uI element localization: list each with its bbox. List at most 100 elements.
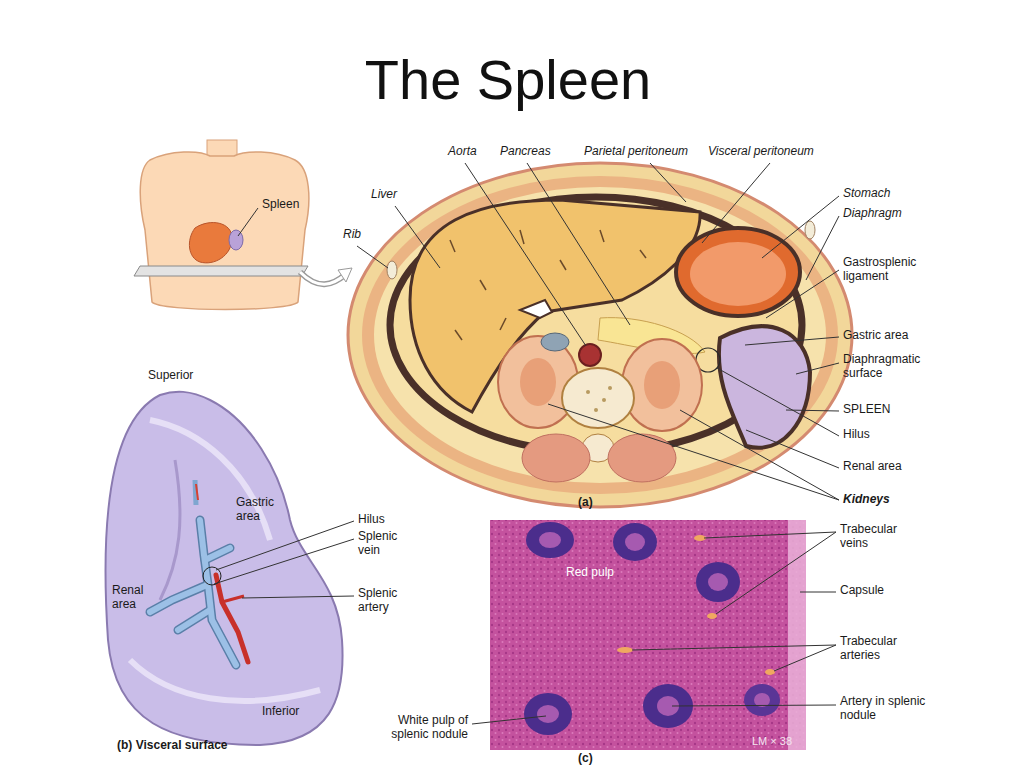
spleen-illustration — [106, 392, 343, 745]
callout-label: Rib — [343, 228, 361, 242]
leader-lines — [717, 368, 839, 436]
callout-label: Renal area — [843, 460, 902, 474]
cross-section — [520, 300, 552, 318]
callout-label: LM × 38 — [752, 735, 792, 748]
cross-section — [644, 361, 680, 409]
callout-label: Diaphragmatic surface — [843, 353, 943, 381]
callout-label: Renal area — [112, 584, 160, 612]
leader-lines — [680, 410, 839, 500]
cross-section — [480, 280, 486, 290]
leader-lines — [465, 163, 586, 346]
panel-caption: (a) — [578, 496, 593, 510]
leader-lines — [702, 163, 770, 243]
spleen-illustration — [205, 548, 230, 560]
cross-section — [594, 408, 598, 412]
torso-figure — [189, 223, 232, 263]
micrograph — [765, 669, 775, 675]
torso-figure — [238, 208, 258, 236]
spleen-illustration — [150, 585, 207, 612]
leader-lines — [632, 645, 836, 650]
leader-lines — [548, 404, 839, 500]
callout-label: Aorta — [448, 145, 477, 159]
spleen-illustration — [106, 392, 343, 745]
torso-figure — [300, 272, 346, 284]
callout-label: Capsule — [840, 584, 884, 598]
cross-section — [522, 434, 590, 482]
callout-label: Pancreas — [500, 145, 551, 159]
leader-lines — [762, 196, 839, 258]
cross-section — [455, 330, 462, 340]
micrograph — [707, 613, 717, 619]
cross-section — [690, 242, 786, 306]
cross-section — [362, 176, 838, 494]
spleen-illustration — [130, 660, 320, 701]
cross-section — [348, 163, 852, 507]
callout-label: Splenic vein — [358, 530, 420, 558]
callout-label: Red pulp — [566, 566, 614, 580]
micrograph — [625, 533, 645, 551]
micrograph — [537, 705, 559, 723]
cross-section — [498, 336, 578, 428]
spleen-illustration — [196, 484, 198, 500]
callout-label: Diaphragm — [843, 207, 902, 221]
callout-label: Gastrosplenic ligament — [843, 256, 943, 284]
cross-section — [600, 230, 604, 242]
micrograph — [696, 562, 740, 602]
callout-label: Hilus — [358, 513, 385, 527]
leader-lines — [704, 532, 836, 538]
callout-label: Liver — [371, 188, 397, 202]
leader-lines — [527, 163, 630, 325]
torso-figure — [300, 272, 346, 284]
leader-lines — [716, 532, 836, 614]
leader-lines — [357, 163, 839, 500]
leader-lines — [774, 645, 836, 671]
spleen-illustration — [195, 480, 196, 505]
leader-lines — [214, 539, 354, 584]
leader-lines — [745, 337, 839, 345]
cross-section — [520, 230, 524, 244]
spleen-illustration — [160, 460, 180, 600]
panel-caption: (c) — [578, 752, 593, 766]
micrograph — [490, 520, 806, 750]
cross-section — [374, 187, 826, 483]
leader-lines — [800, 592, 836, 593]
leader-lines — [472, 532, 836, 724]
cross-section — [541, 333, 569, 351]
cross-section — [586, 386, 612, 412]
micrograph — [744, 684, 780, 716]
cross-section — [622, 339, 702, 431]
cross-section — [560, 260, 566, 270]
leader-lines — [650, 163, 686, 202]
callout-label: Inferior — [262, 705, 299, 719]
micrograph — [617, 535, 775, 675]
spleen-illustration — [150, 520, 236, 665]
cross-section — [608, 386, 612, 390]
micrograph — [754, 693, 770, 707]
micrograph — [524, 693, 572, 735]
micrograph — [613, 523, 657, 561]
callout-label: Trabecular veins — [840, 523, 922, 551]
cross-section — [602, 398, 606, 402]
leader-lines — [214, 521, 354, 598]
callout-label: Trabecular arteries — [840, 635, 922, 663]
leader-lines — [242, 596, 354, 598]
spleen-illustration — [178, 610, 210, 630]
spleen-illustration — [222, 596, 244, 602]
callout-label: SPLEEN — [843, 403, 890, 417]
callout-label: Parietal peritoneum — [584, 145, 688, 159]
callout-label: Superior — [148, 369, 193, 383]
leader-lines — [796, 363, 839, 374]
cross-section — [562, 368, 634, 428]
callout-label: Spleen — [262, 198, 299, 212]
leader-lines — [766, 270, 839, 318]
micrograph — [490, 520, 806, 750]
cross-section — [387, 261, 397, 279]
panel-caption: (b) Visceral surface — [117, 739, 228, 753]
torso-figure — [338, 268, 352, 282]
spleen-illustration — [205, 548, 230, 560]
micrograph — [617, 647, 633, 653]
torso-figure — [229, 230, 243, 250]
spleen-illustration — [150, 585, 207, 612]
callout-label: Visceral peritoneum — [708, 145, 814, 159]
cross-section — [520, 358, 556, 406]
